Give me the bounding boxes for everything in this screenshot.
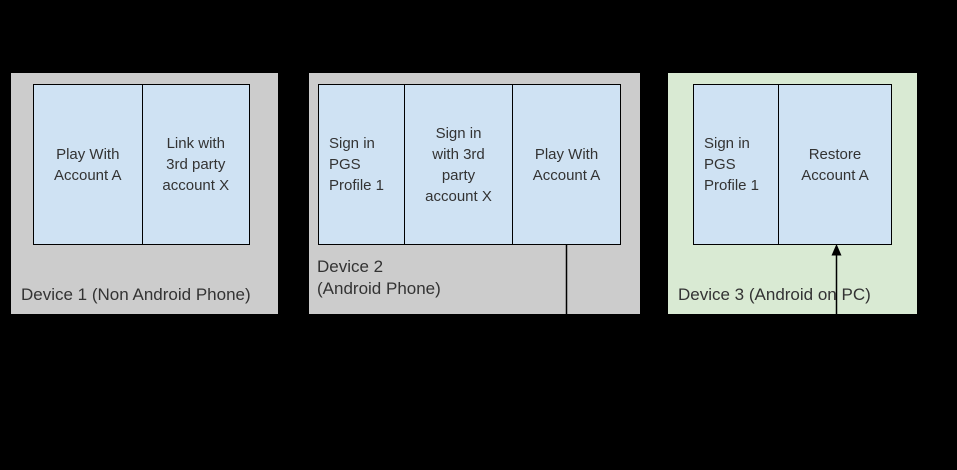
device-1-steps-box: Play With Account A Link with 3rd party … (33, 84, 250, 245)
device-2-label: Device 2 (Android Phone) (317, 257, 441, 298)
step-cell-sign-in-3rd-party: Sign in with 3rd party account X (405, 85, 513, 244)
device-2-container: Sign in PGS Profile 1 Sign in with 3rd p… (309, 73, 640, 314)
device-3-container: Sign in PGS Profile 1 Restore Account A … (668, 73, 917, 314)
device-1-container: Play With Account A Link with 3rd party … (11, 73, 278, 314)
step-cell-link-3rd-party: Link with 3rd party account X (162, 135, 230, 194)
step-cell-sign-in-pgs: Sign in PGS Profile 1 (694, 85, 779, 244)
step-cell-play-with-account-a: Play With Account A (34, 85, 143, 244)
device-3-steps-box: Sign in PGS Profile 1 Restore Account A (693, 84, 892, 245)
device-2-steps-box: Sign in PGS Profile 1 Sign in with 3rd p… (318, 84, 621, 245)
device-3-label: Device 3 (Android on PC) (678, 285, 871, 304)
device-1-label: Device 1 (Non Android Phone) (21, 285, 251, 304)
step-cell-restore-account-a: Restore Account A (801, 145, 869, 184)
step-cell-sign-in-pgs: Sign in PGS Profile 1 (319, 85, 405, 244)
step-cell-play-with-account-a: Play With Account A (532, 145, 601, 184)
